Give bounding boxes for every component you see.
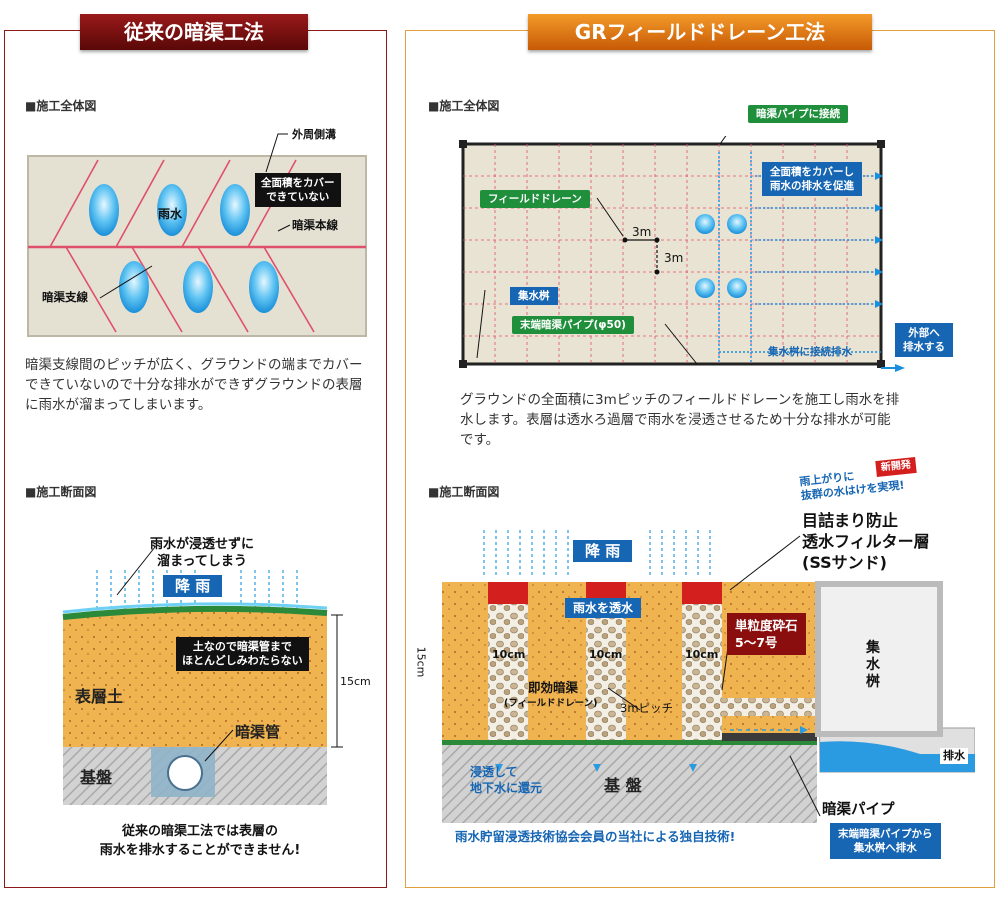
left-branch-line-label: 暗渠支線 bbox=[42, 290, 88, 304]
right-connect-drain-label: 集水桝に接続排水 bbox=[768, 346, 852, 358]
right-catch-basin-label: 集水桝 bbox=[510, 287, 558, 305]
right-filter-layer-label: 目詰まり防止 透水フィルター層 (SSサンド) bbox=[802, 511, 930, 572]
right-width-label-2: 10cm bbox=[589, 648, 623, 661]
drain-points bbox=[695, 214, 747, 298]
right-outside-drain-note: 外部へ 排水する bbox=[895, 323, 953, 357]
right-section-heading: ■施工断面図 bbox=[428, 485, 500, 499]
left-section-heading: ■施工断面図 bbox=[25, 485, 97, 499]
left-conclusion: 従来の暗渠工法では表層の 雨水を排水することができません! bbox=[99, 824, 301, 858]
right-description: グラウンドの全面積に3mピッチのフィールドドレーンを施工し雨水を排水します。表層… bbox=[460, 392, 900, 448]
left-surface-soil-label: 表層土 bbox=[75, 687, 124, 706]
right-pipe-label: 暗渠パイプ bbox=[822, 802, 895, 818]
right-header: GRフィールドドレーン工法 bbox=[528, 14, 872, 50]
right-basin-label: 集 水 桝 bbox=[866, 640, 880, 690]
left-pooling-note: 雨水が浸透せずに 溜まってしまう bbox=[150, 537, 255, 569]
right-depth-label: 15cm bbox=[414, 646, 428, 678]
right-field-drain-label: フィールドドレーン bbox=[480, 190, 590, 208]
right-connect-pipe-label: 暗渠パイプに接続 bbox=[748, 105, 848, 123]
right-permeate-label: 雨水を透水 bbox=[565, 598, 642, 618]
right-base-label: 基 盤 bbox=[604, 776, 642, 795]
right-gravel-label: 単粒度砕石 5〜7号 bbox=[727, 613, 806, 655]
left-soil-note: 土なので暗渠管まで ほとんどしみわたらない bbox=[176, 637, 309, 671]
right-width-label-1: 10cm bbox=[492, 648, 526, 661]
right-pitch-h-label: 3m bbox=[632, 225, 652, 239]
left-rainwater-label: 雨水 bbox=[158, 207, 183, 221]
right-drain-label: 排水 bbox=[940, 748, 968, 764]
left-header: 従来の暗渠工法 bbox=[80, 14, 308, 50]
right-quick-drain-sub: (フィールドドレーン) bbox=[504, 698, 598, 709]
right-width-label-3: 10cm bbox=[685, 648, 719, 661]
right-overview-heading: ■施工全体図 bbox=[428, 99, 500, 113]
left-description: 暗渠支線間のピッチが広く、グラウンドの端までカバーできていないので十分な排水がで… bbox=[25, 357, 363, 413]
left-main-line-label: 暗渠本線 bbox=[292, 218, 338, 232]
right-cover-all-note: 全面積をカバーし 雨水の排水を促進 bbox=[762, 162, 862, 196]
left-depth-label: 15cm bbox=[340, 675, 371, 688]
left-cross-section bbox=[62, 546, 343, 805]
right-pitch-label: 3mピッチ bbox=[620, 701, 674, 715]
left-pipe-label: 暗渠管 bbox=[235, 723, 281, 741]
right-pitch-v-label: 3m bbox=[664, 251, 684, 265]
right-quick-drain-label: 即効暗渠 bbox=[528, 680, 579, 695]
left-overview-heading: ■施工全体図 bbox=[25, 99, 97, 113]
drain-trenches bbox=[488, 582, 722, 742]
right-cross-section bbox=[442, 530, 975, 823]
rain-pools bbox=[89, 184, 279, 313]
right-infiltrate-note: 浸透して 地下水に還元 bbox=[470, 765, 543, 795]
right-pipe-note: 末端暗渠パイプから 集水桝へ排水 bbox=[830, 823, 941, 859]
left-base-label: 基盤 bbox=[80, 768, 113, 787]
right-end-pipe-label: 末端暗渠パイプ(φ50) bbox=[512, 316, 634, 334]
left-perimeter-label: 外周側溝 bbox=[292, 128, 336, 141]
left-not-covered-note: 全面積をカバー できていない bbox=[255, 173, 341, 207]
right-rain-label: 降 雨 bbox=[573, 540, 633, 562]
right-footer: 雨水貯留浸透技術協会会員の当社による独自技術! bbox=[455, 829, 736, 844]
left-overview-diagram bbox=[27, 133, 367, 337]
left-rain-label: 降 雨 bbox=[163, 575, 223, 597]
